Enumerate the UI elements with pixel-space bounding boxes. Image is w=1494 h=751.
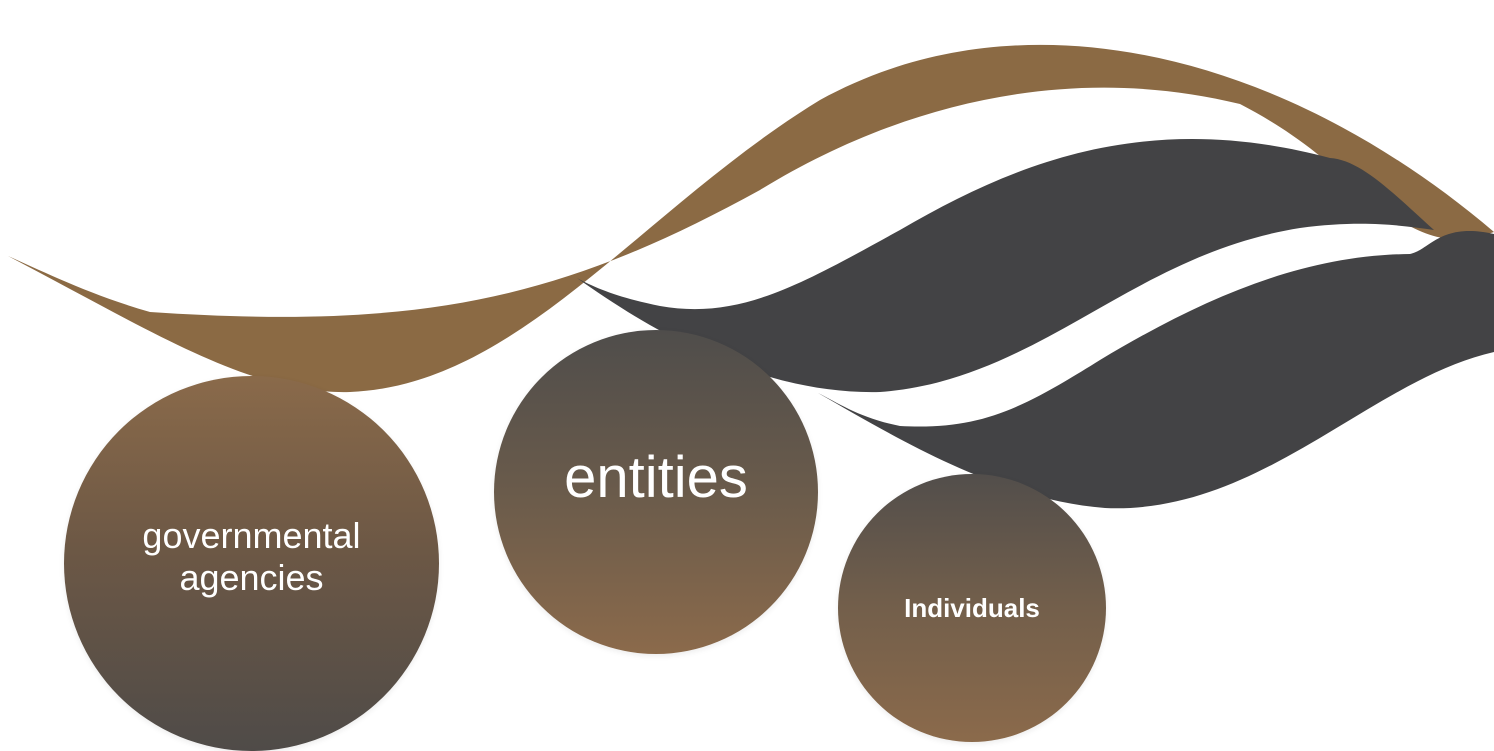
dark-wave-upper bbox=[577, 139, 1434, 393]
node-label: governmental agencies bbox=[142, 514, 361, 598]
node-label: Individuals bbox=[904, 593, 1040, 623]
node-entities: entities bbox=[494, 330, 818, 654]
node-individuals: Individuals bbox=[838, 474, 1106, 742]
node-label: entities bbox=[564, 445, 748, 510]
node-governmental-agencies: governmental agencies bbox=[64, 376, 439, 751]
dark-wave-lower bbox=[818, 231, 1494, 509]
